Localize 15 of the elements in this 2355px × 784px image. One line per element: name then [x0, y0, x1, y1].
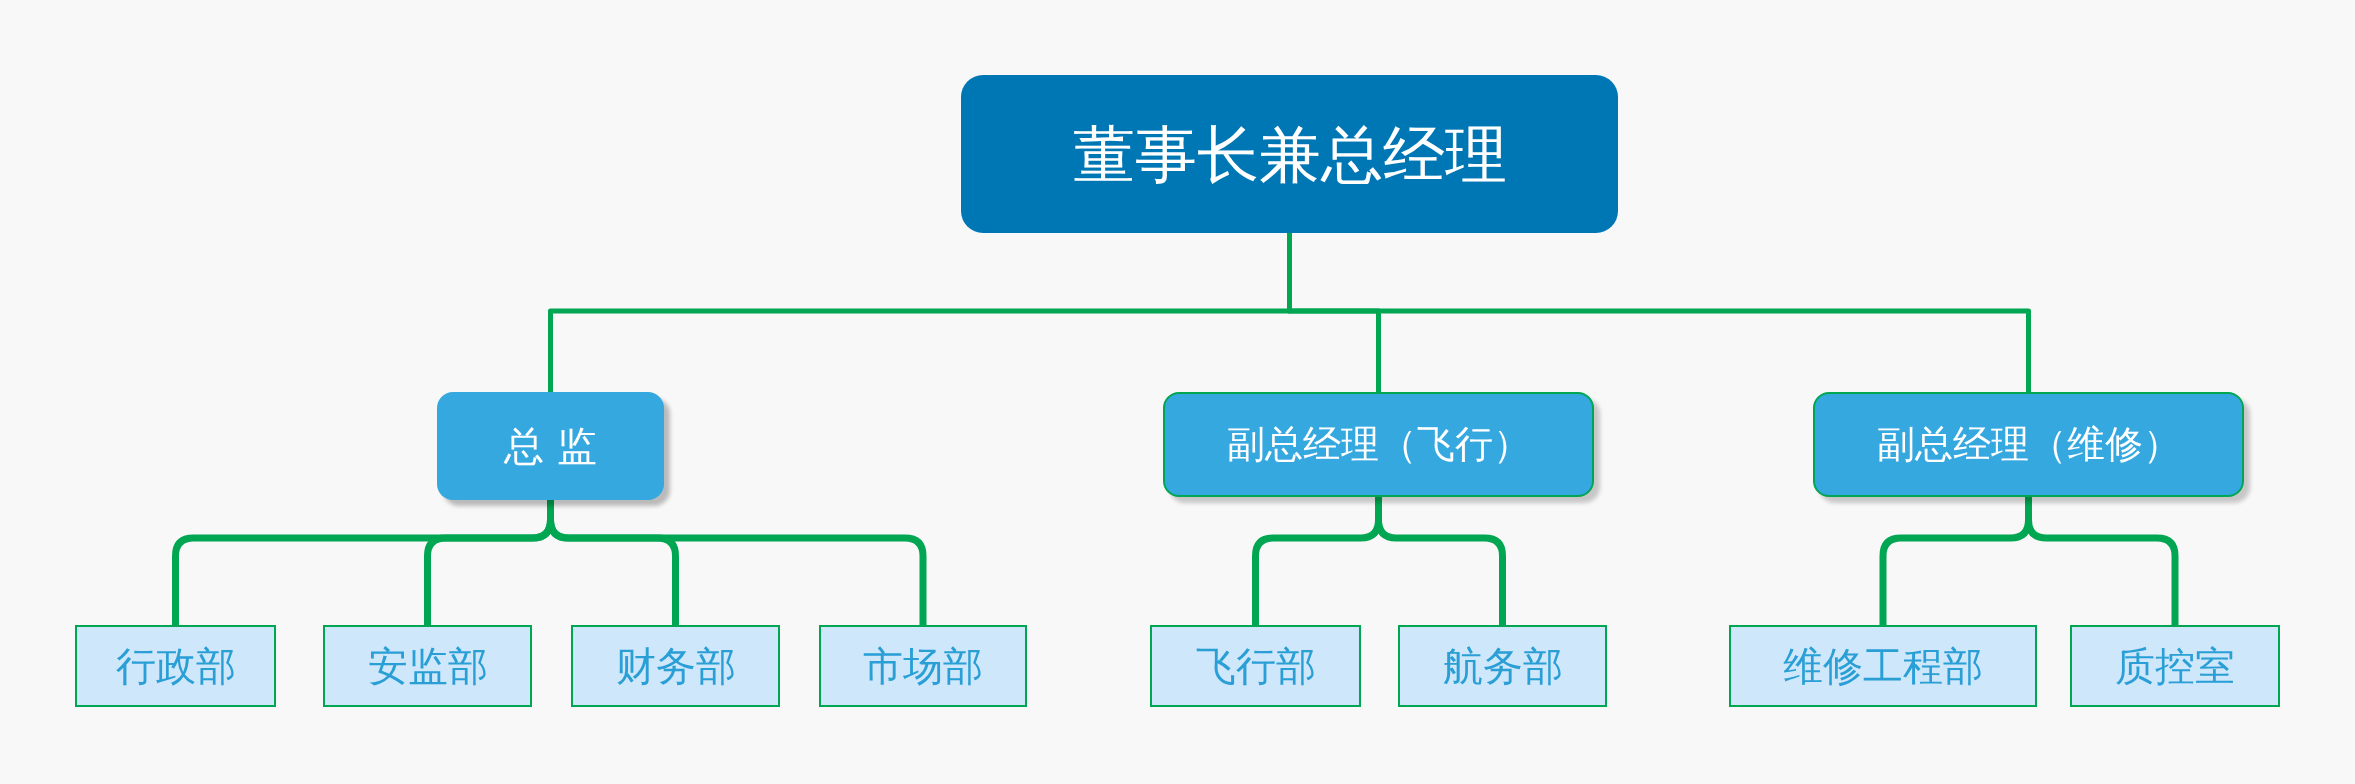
connector-line [547, 500, 927, 625]
role-box: 副总经理（飞行） [1163, 392, 1594, 497]
department-box: 安监部 [323, 625, 532, 707]
department-box: 维修工程部 [1729, 625, 2037, 707]
title-box: 董事长兼总经理 [961, 75, 1618, 233]
department-box: 财务部 [571, 625, 780, 707]
department-box: 航务部 [1398, 625, 1607, 707]
connector-line [1375, 497, 1506, 625]
department-box: 质控室 [2070, 625, 2280, 707]
connector-line [2025, 497, 2179, 625]
department-box: 飞行部 [1150, 625, 1361, 707]
department-box: 市场部 [819, 625, 1027, 707]
role-box: 总 监 [437, 392, 664, 500]
department-box: 行政部 [75, 625, 276, 707]
role-box: 副总经理（维修） [1813, 392, 2244, 497]
